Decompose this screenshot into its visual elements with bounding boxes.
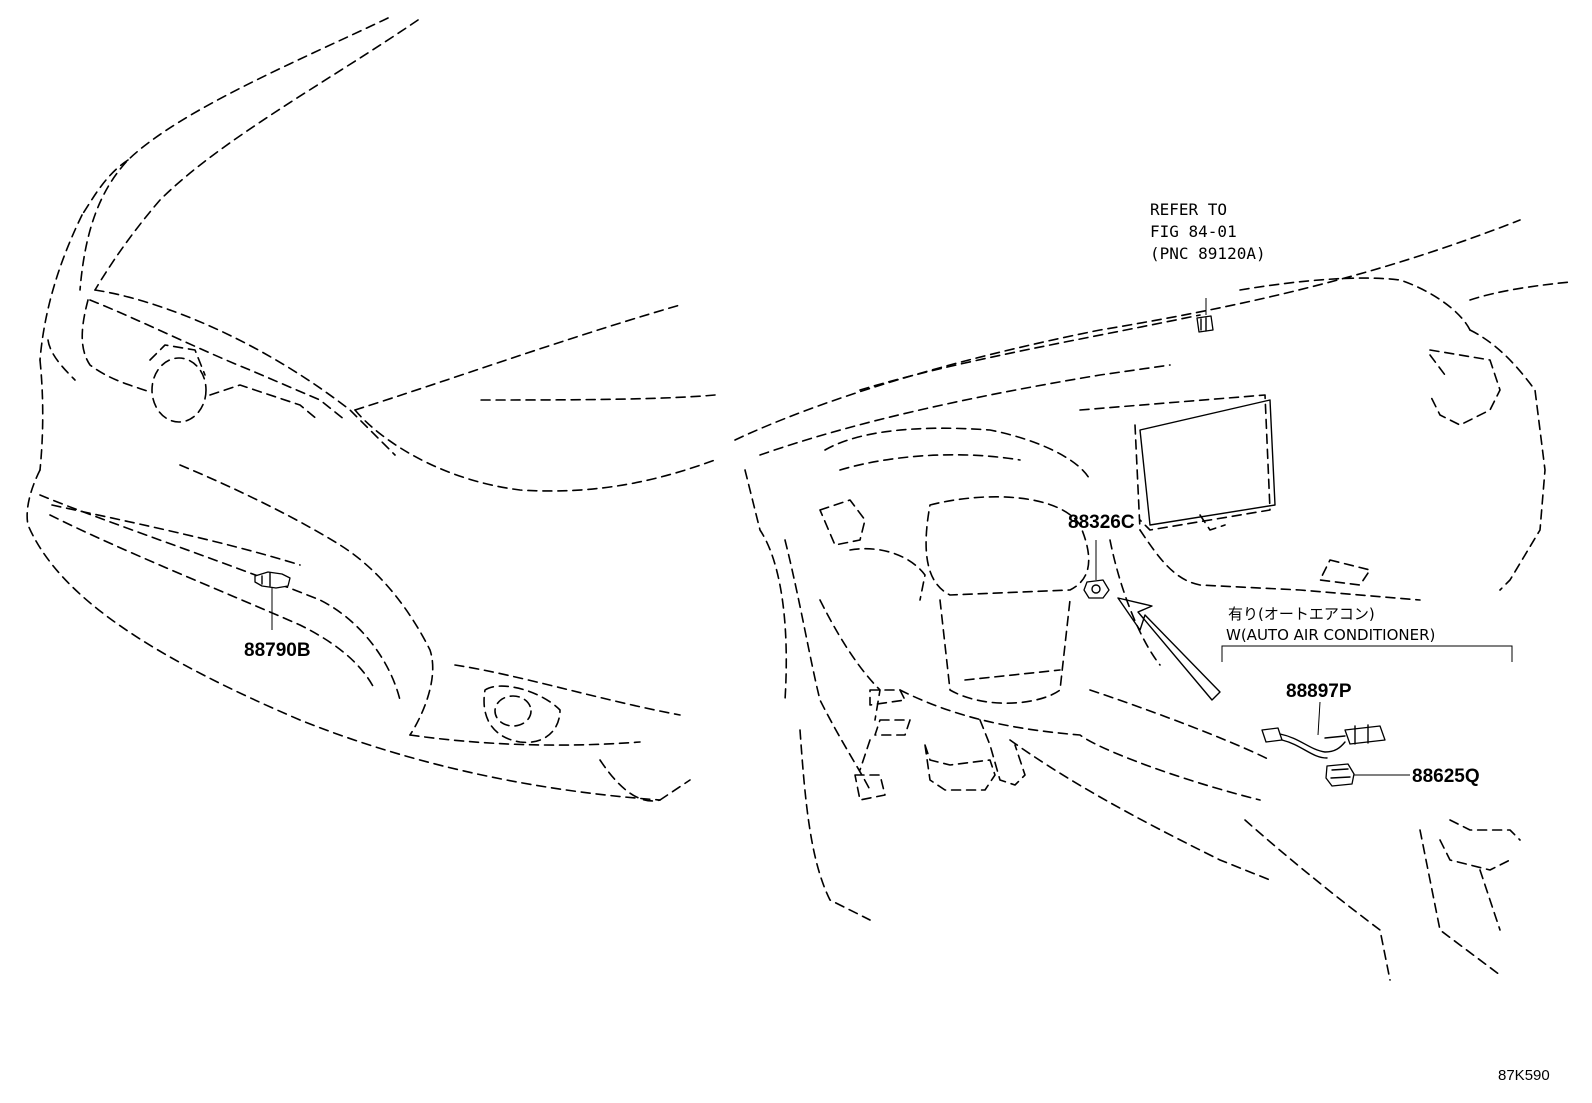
- refer-to-line1: REFER TO: [1150, 200, 1227, 219]
- label-88790b: 88790B: [244, 640, 311, 661]
- bulb-89120a-icon: [1196, 315, 1214, 333]
- front-bumper-drawing: [26, 17, 716, 802]
- label-88326c: 88326C: [1068, 512, 1135, 533]
- instrument-panel-drawing: [734, 219, 1571, 981]
- sensor-88326c-icon: [1083, 579, 1110, 599]
- refer-to-line3: (PNC 89120A): [1150, 244, 1266, 263]
- sensor-88790b-icon: [254, 571, 291, 589]
- harness-88897p-icon: [1261, 724, 1386, 759]
- leader-88897p: [1317, 701, 1321, 736]
- option-group-bracket: [1221, 645, 1513, 662]
- option-note-english: W(AUTO AIR CONDITIONER): [1226, 626, 1435, 644]
- connector-88625q-icon: [1325, 763, 1355, 787]
- label-88897p: 88897P: [1286, 681, 1352, 702]
- refer-to-line2: FIG 84-01: [1150, 222, 1237, 241]
- option-note-japanese: 有り(オートエアコン): [1228, 605, 1375, 623]
- figure-code: 87K590: [1498, 1067, 1550, 1084]
- pointer-arrow-icon: [1117, 597, 1221, 701]
- label-88625q: 88625Q: [1412, 766, 1480, 787]
